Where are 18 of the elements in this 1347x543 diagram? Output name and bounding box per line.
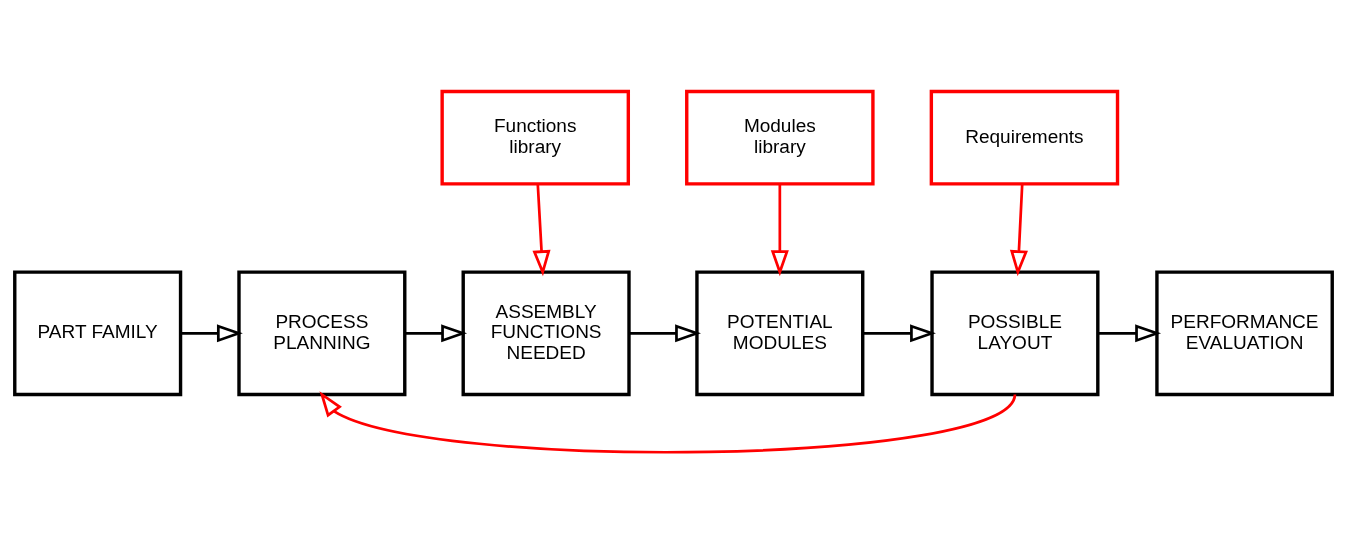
node-box: POSSIBLE LAYOUT (930, 269, 1100, 396)
arrow (405, 323, 468, 342)
node-box: PERFORMANCE EVALUATION (1155, 269, 1334, 396)
node-box: ASSEMBLY FUNCTIONS NEEDED (461, 269, 631, 396)
arrow (1009, 183, 1028, 276)
arrow (180, 323, 243, 342)
node-box: Modules library (685, 89, 875, 186)
arrow (770, 183, 789, 276)
node-box: Requirements (929, 89, 1120, 186)
arrow (319, 390, 1017, 453)
arrow (629, 323, 701, 342)
arrow (532, 183, 551, 276)
node-box: PROCESS PLANNING (237, 269, 407, 396)
arrow (862, 323, 936, 342)
node-box: Functions library (440, 89, 631, 186)
node-box: POTENTIAL MODULES (695, 269, 865, 396)
arrow (1097, 323, 1162, 342)
node-box: PART FAMILY (13, 269, 183, 396)
